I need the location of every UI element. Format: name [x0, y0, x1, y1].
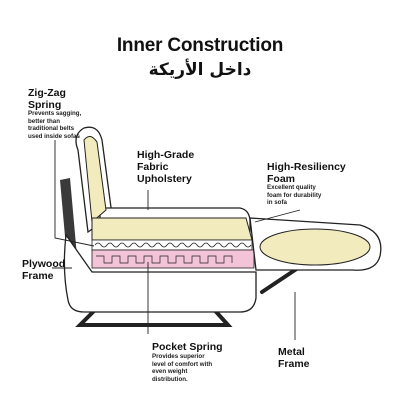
label-plywood-line2: Frame [22, 270, 54, 282]
label-fabric-line1: High-Grade [137, 149, 195, 161]
seat-foam [91, 217, 253, 241]
pocket-desc-line2: level of comfort with [152, 360, 213, 368]
leader-foam [254, 209, 301, 223]
foam-desc-line3: in sofa [267, 199, 287, 207]
label-foam-line2: Foam [267, 173, 296, 185]
foam-desc-line2: foam for durability [267, 191, 322, 199]
pocket-spring-layer [91, 249, 255, 269]
pocket-desc-line4: distribution. [152, 375, 188, 383]
label-metal-line1: Metal [278, 346, 305, 358]
backrest-foam [83, 136, 107, 224]
footrest [249, 217, 382, 271]
pocket-desc-line3: even weight [152, 368, 188, 376]
label-metal: Metal Frame [278, 346, 310, 370]
label-pocket-desc: Provides superior level of comfort with … [152, 353, 212, 383]
label-fabric-line3: Upholstery [137, 173, 192, 185]
footrest-foam [259, 228, 371, 266]
label-zigzag-line1: Zig-Zag [28, 87, 66, 99]
label-fabric: High-Grade Fabric Upholstery [137, 149, 194, 185]
label-foam-desc: Excellent quality foam for durability in… [267, 184, 321, 207]
label-fabric-line2: Fabric [137, 161, 169, 173]
label-zigzag-line2: Spring [28, 99, 62, 111]
page-subtitle-arabic: داخل الأريكة [148, 60, 252, 80]
label-metal-line2: Frame [278, 358, 310, 370]
label-plywood-line1: Plywood [22, 258, 66, 270]
label-foam-title: High-Resiliency Foam [267, 161, 346, 185]
zigzag-desc-line4: used inside sofas [28, 132, 80, 140]
leader-lines [52, 140, 301, 340]
zigzag-spring-layer [91, 239, 253, 251]
label-foam-line1: High-Resiliency [267, 161, 346, 173]
foam-desc-line1: Excellent quality [267, 184, 316, 191]
pocket-desc-line1: Provides superior [152, 353, 205, 360]
zigzag-desc-line1: Prevents sagging, [28, 110, 82, 117]
leader-zigzag [54, 140, 95, 247]
metal-frame-leg-left [75, 303, 233, 327]
label-plywood: Plywood Frame [22, 258, 65, 282]
label-zigzag-title: Zig-Zag Spring [28, 87, 66, 111]
page-title: Inner Construction [116, 35, 284, 56]
metal-frame-support [260, 266, 300, 294]
label-pocket-title: Pocket Spring [152, 341, 223, 353]
metal-frame [75, 266, 300, 327]
seat-base-outline [63, 233, 257, 313]
label-zigzag-desc: Prevents sagging, better than traditiona… [28, 110, 81, 140]
zigzag-desc-line2: better than [28, 117, 60, 125]
zigzag-desc-line3: traditional belts [28, 125, 75, 133]
